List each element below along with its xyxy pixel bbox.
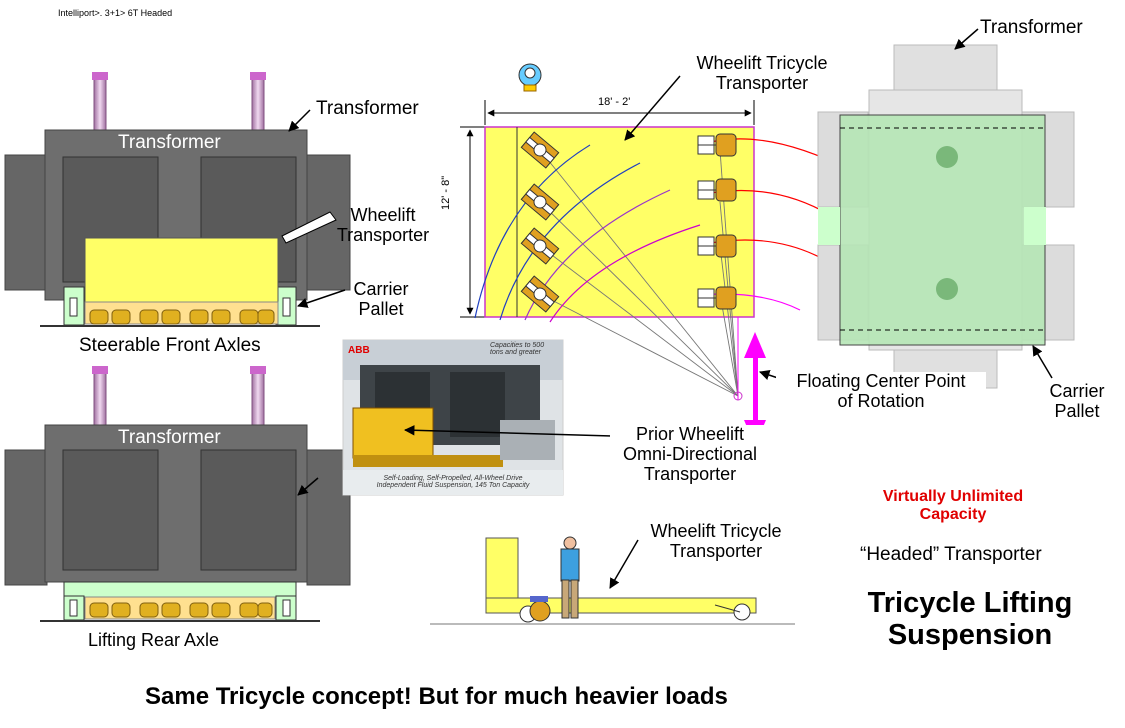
front-carrier-label: Carrier Pallet [345, 279, 417, 320]
arrow-tricycle-bottom [609, 539, 639, 589]
tricycle-top-label-line2: Transporter [715, 72, 809, 93]
tricycle-top-label-line1: Wheelift Tricycle [696, 53, 828, 73]
photo-caption-top: Capacities to 500 tons and greater [490, 342, 545, 356]
prior-transporter-photo [342, 339, 564, 496]
rear-caption: Lifting Rear Axle [88, 630, 220, 650]
bushing-right [251, 75, 265, 135]
footer-tagline: Same Tricycle concept! But for much heav… [145, 683, 728, 710]
caster-wheels [520, 131, 560, 313]
front-transformer-inner-label: Transformer [118, 132, 221, 153]
front-wheelift-label: Wheelift Transporter [330, 205, 436, 246]
front-wheelift-label-line2: Transporter [336, 224, 430, 245]
front-view-transformer [4, 72, 351, 327]
front-wheels [89, 309, 275, 325]
bushing-left [93, 75, 107, 135]
floating-point-label: Floating Center Point of Rotation [776, 371, 986, 412]
tricycle-bottom-label: Wheelift Tricycle Transporter [626, 521, 806, 562]
rear-view-transformer [4, 366, 351, 622]
unlimited-capacity-line2: Capacity [919, 505, 987, 523]
arrow-transformer-right [954, 28, 979, 50]
front-carrier-label-line2: Pallet [358, 298, 404, 319]
photo-logo: ABB [348, 345, 370, 356]
dim-height-label: 12' - 8" [440, 175, 452, 210]
arrow-carrier-front [297, 289, 346, 308]
header-id-text: Intelliport>. 3+1> 6T Headed [58, 8, 173, 18]
unlimited-capacity-line1: Virtually Unlimited [882, 488, 1024, 505]
right-carrier-label: Carrier Pallet [1042, 381, 1112, 422]
dim-width-label: 18' - 2' [598, 96, 631, 108]
mast [485, 537, 519, 601]
front-transformer-callout: Transformer [316, 98, 419, 119]
tricycle-top-label: Wheelift Tricycle Transporter [672, 53, 852, 94]
arrow-prior [403, 425, 613, 437]
prior-transporter-label-line1: Prior Wheelift [635, 424, 745, 444]
floating-point-label-line1: Floating Center Point [796, 371, 966, 391]
prior-transporter-label-line2: Omni-Directional [622, 443, 758, 464]
floating-point-label-line2: of Rotation [837, 390, 925, 411]
rear-wheel-pairs [697, 133, 737, 310]
arrow-transformer-front [288, 109, 311, 132]
tricycle-bottom-label-line2: Transporter [669, 540, 763, 561]
person-figure [560, 536, 580, 619]
photo-caption-bottom-line2: Independent Fluid Suspension, 145 Ton Ca… [376, 482, 530, 489]
arrow-tricycle-top [624, 75, 681, 141]
wheelift-transporter-front [84, 237, 279, 304]
arrow-carrier-right [1032, 345, 1053, 379]
prior-transporter-label: Prior Wheelift Omni-Directional Transpor… [610, 424, 770, 485]
right-carrier-label-line1: Carrier [1049, 381, 1105, 401]
slide-title-line2: Suspension [887, 618, 1053, 651]
radiator-left [4, 154, 48, 291]
headed-transporter-label: “Headed” Transporter [860, 544, 1042, 565]
side-view-tricycle [430, 536, 795, 625]
unlimited-capacity-label: Virtually Unlimited Capacity [848, 488, 1058, 523]
photo-caption-bottom-line1: Self-Loading, Self-Propelled, All-Wheel … [383, 475, 523, 482]
slide-title: Tricycle Lifting Suspension [830, 587, 1110, 652]
front-caption: Steerable Front Axles [79, 335, 261, 356]
arrow-wheelift-front [281, 211, 337, 244]
front-carrier-label-line1: Carrier [353, 279, 409, 299]
photo-caption-bottom: Self-Loading, Self-Propelled, All-Wheel … [345, 475, 561, 489]
slide-title-line1: Tricycle Lifting [867, 587, 1073, 619]
deck [485, 597, 757, 614]
rear-transformer-inner-label: Transformer [118, 427, 221, 448]
prior-transporter-label-line3: Transporter [643, 463, 737, 484]
right-carrier-label-line2: Pallet [1054, 400, 1100, 421]
tricycle-bottom-label-line1: Wheelift Tricycle [650, 521, 782, 541]
top-view-transformer [817, 44, 1075, 389]
front-wheelift-label-line1: Wheelift [350, 205, 416, 225]
right-transformer-label: Transformer [980, 17, 1083, 38]
pallet-rear [63, 581, 297, 598]
operator-icon [518, 63, 542, 92]
